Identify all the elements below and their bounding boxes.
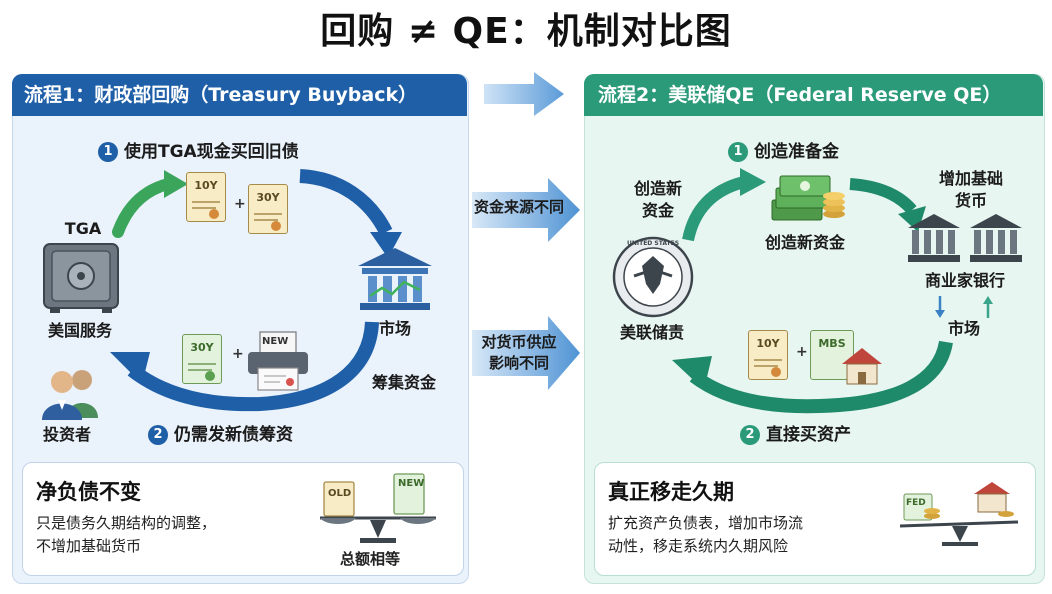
left-step1: 1 使用TGA现金买回旧债 xyxy=(98,137,299,162)
right-step2: 2 直接买资产 xyxy=(740,420,851,445)
net-debt-line1: 只是债务久期结构的调整， xyxy=(36,514,217,532)
cash-label: 创造新资金 xyxy=(764,233,845,252)
right-market-label: 市场 xyxy=(947,319,980,338)
step1-number-badge: 1 xyxy=(98,142,118,162)
left-step2: 2 仍需发新债筹资 xyxy=(148,420,293,445)
new-bond-30y-icon: 30Y xyxy=(182,334,222,384)
create-funds-line1: 创造新 xyxy=(633,179,682,198)
qe-bond-10y-icon: 10Y xyxy=(748,330,788,380)
net-debt-line2: 不增加基础货币 xyxy=(36,537,142,555)
bank-icon xyxy=(908,214,960,262)
left-step1-label: 使用TGA现金买回旧债 xyxy=(124,142,299,162)
fed-label: 美联储责 xyxy=(619,323,684,342)
fed-seal-icon xyxy=(612,236,694,318)
tga-label: TGA xyxy=(64,219,102,238)
safe-icon xyxy=(43,243,119,313)
middle-arrow-1-icon xyxy=(472,178,580,242)
scale-old-tag: OLD xyxy=(328,488,352,499)
balance-scale-icon-2 xyxy=(899,482,1019,546)
base-money-line1: 增加基础 xyxy=(938,169,1003,188)
right-step1: 1 创造准备金 xyxy=(728,137,839,162)
plus-icon-2: + xyxy=(232,346,244,362)
treasury-buyback-header: 流程1：财政部回购（Treasury Buyback） xyxy=(12,74,467,116)
middle-label-line2: 影响不同 xyxy=(488,354,549,372)
market-label: 市场 xyxy=(378,319,411,338)
right-step2-label: 直接买资产 xyxy=(766,425,851,445)
fed-seal-text: UNITED STATES xyxy=(626,240,680,247)
scale-fed-tag: FED xyxy=(906,498,926,508)
fed-qe-header: 流程2：美联储QE（Federal Reserve QE） xyxy=(584,74,1043,116)
duration-line1: 扩充资产负债表，增加市场流 xyxy=(608,514,804,532)
middle-label-money-supply: 对货币供应 影响不同 xyxy=(460,332,578,374)
middle-label-line1: 对货币供应 xyxy=(481,333,557,351)
bond-30y-icon: 30Y xyxy=(248,184,288,234)
create-funds-label: 创造新 资金 xyxy=(618,178,698,222)
raise-funds-label: 筹集资金 xyxy=(371,373,436,392)
mbs-tag: MBS xyxy=(818,337,846,350)
create-funds-line2: 资金 xyxy=(641,201,674,220)
duration-title: 真正移走久期 xyxy=(608,480,734,504)
bond-10y-icon: 10Y xyxy=(186,172,226,222)
net-debt-title: 净负债不变 xyxy=(36,480,141,504)
investor-icon xyxy=(42,370,98,420)
cash-stack-icon xyxy=(771,175,845,221)
bank-icon-2 xyxy=(970,214,1022,262)
base-money-label: 增加基础 货币 xyxy=(926,168,1016,212)
new-tag: NEW xyxy=(262,336,289,347)
bond-10y-tag: 10Y xyxy=(194,179,218,192)
header-arrow-icon xyxy=(484,72,564,116)
left-step2-label: 仍需发新债筹资 xyxy=(174,425,293,445)
scale-new-tag: NEW xyxy=(398,478,425,489)
duration-line2: 动性，移走系统内久期风险 xyxy=(608,537,789,555)
investor-label: 投资者 xyxy=(42,425,91,444)
banks-label: 商业家银行 xyxy=(924,271,1005,290)
scale-caption: 总额相等 xyxy=(340,550,401,568)
plus-icon-3: + xyxy=(796,344,808,360)
right-step1-number-badge: 1 xyxy=(728,142,748,162)
right-step2-number-badge: 2 xyxy=(740,425,760,445)
page-title: 回购 ≠ QE：机制对比图 xyxy=(320,11,732,52)
plus-icon: + xyxy=(234,196,246,212)
duration-text: 扩充资产负债表，增加市场流 动性，移走系统内久期风险 xyxy=(608,512,888,558)
balance-scale-icon xyxy=(320,473,436,543)
house-icon xyxy=(842,348,882,385)
middle-label-funding-source: 资金来源不同 xyxy=(473,198,564,216)
qe-bond-10y-tag: 10Y xyxy=(756,337,780,350)
middle-arrow-2-icon xyxy=(472,316,580,390)
base-money-line2: 货币 xyxy=(954,191,987,210)
net-debt-text: 只是债务久期结构的调整， 不增加基础货币 xyxy=(36,512,316,558)
duration-box xyxy=(594,462,1036,576)
treasury-label: 美国服务 xyxy=(47,321,112,340)
new-bond-30y-tag: 30Y xyxy=(190,341,214,354)
market-building-icon xyxy=(358,248,432,310)
bond-30y-tag: 30Y xyxy=(256,191,280,204)
step2-number-badge: 2 xyxy=(148,425,168,445)
printer-icon xyxy=(248,331,308,391)
right-step1-label: 创造准备金 xyxy=(754,142,839,162)
